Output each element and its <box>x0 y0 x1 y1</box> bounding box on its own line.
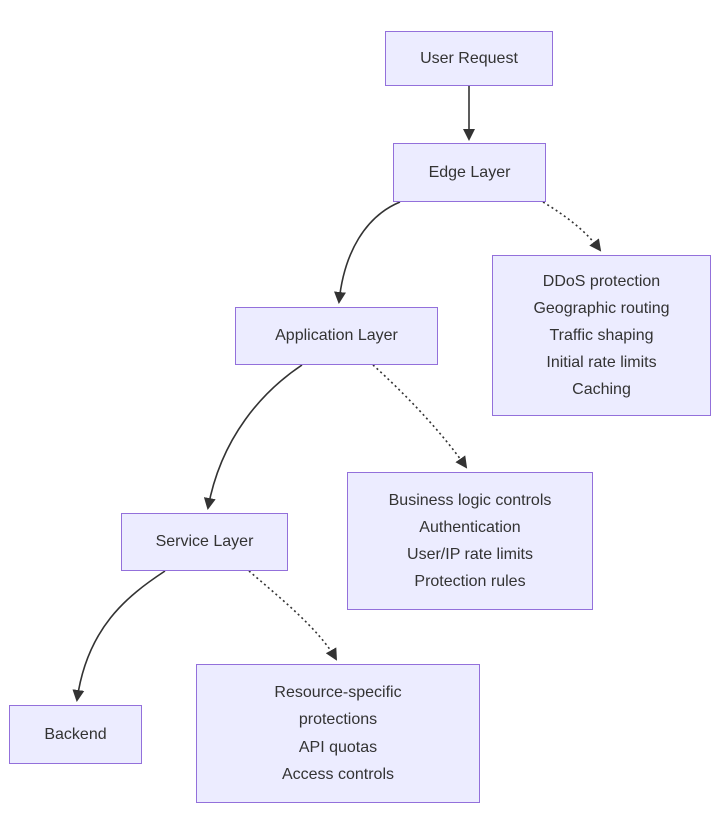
node-service-details-label: Resource-specific protections API quotas… <box>274 684 402 783</box>
edge-edge-layer-to-edge-details <box>542 201 602 252</box>
node-application-details-label: Business logic controls Authentication U… <box>388 491 552 591</box>
node-user-request: User Request <box>385 31 553 86</box>
node-edge-details-label: DDoS protection Geographic routing Traff… <box>533 272 670 399</box>
edge-application-layer-to-service-layer <box>203 364 303 510</box>
node-service-layer: Service Layer <box>121 513 288 571</box>
node-service-details: Resource-specific protections API quotas… <box>196 664 480 803</box>
edge-edge-layer-to-application-layer <box>334 201 401 304</box>
edge-application-layer-to-application-details <box>372 364 468 469</box>
node-application-layer: Application Layer <box>235 307 438 365</box>
node-application-layer-label: Application Layer <box>275 327 398 345</box>
node-edge-layer: Edge Layer <box>393 143 546 202</box>
node-edge-layer-label: Edge Layer <box>428 163 511 181</box>
node-service-layer-label: Service Layer <box>155 533 254 551</box>
node-backend-label: Backend <box>44 725 107 743</box>
edge-service-layer-to-service-details <box>248 570 337 661</box>
node-backend: Backend <box>9 705 142 764</box>
node-edge-details: DDoS protection Geographic routing Traff… <box>492 255 711 416</box>
node-user-request-label: User Request <box>420 49 518 67</box>
node-application-details: Business logic controls Authentication U… <box>347 472 593 610</box>
edge-service-layer-to-backend <box>72 570 166 702</box>
